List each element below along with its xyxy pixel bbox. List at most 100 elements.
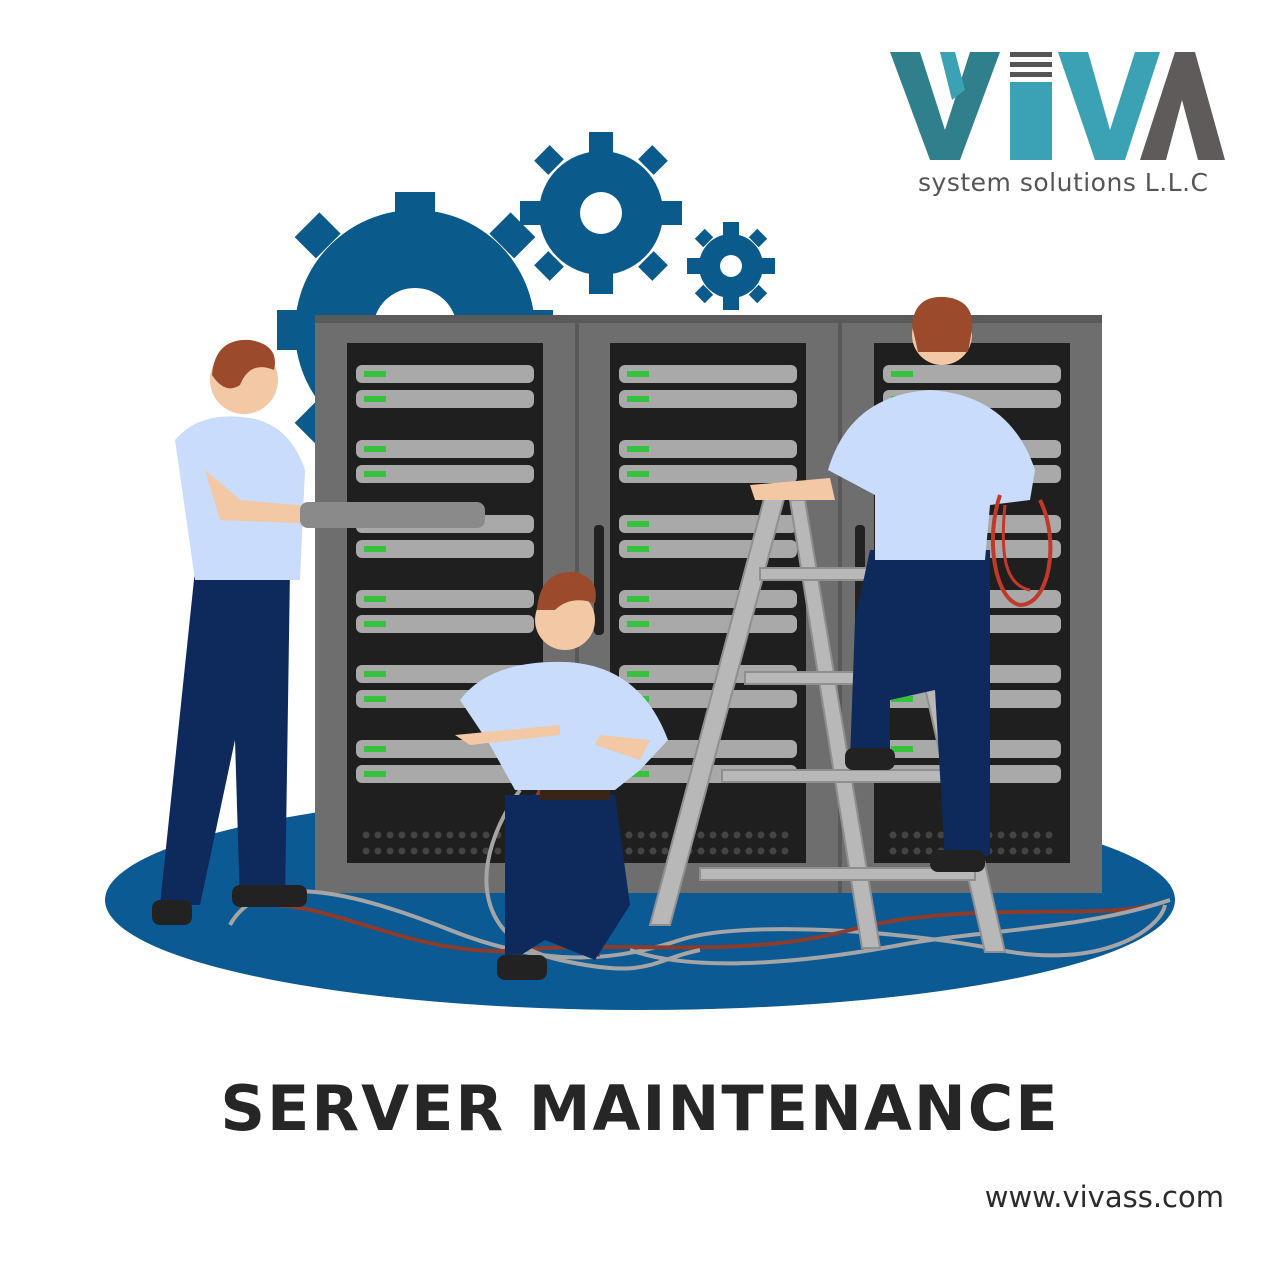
page-title: SERVER MAINTENANCE: [220, 1072, 1060, 1145]
server-unit: [883, 365, 1061, 383]
status-led: [627, 471, 649, 477]
technician-kneeling: [455, 571, 668, 980]
vent-hole: [925, 847, 933, 855]
vent-hole: [661, 831, 669, 839]
status-led: [627, 671, 649, 677]
vent-hole: [1045, 831, 1053, 839]
vent-hole: [398, 831, 406, 839]
vent-hole: [913, 831, 921, 839]
status-led: [364, 621, 386, 627]
vent-hole: [1021, 847, 1029, 855]
vent-hole: [769, 847, 777, 855]
status-led: [891, 371, 913, 377]
status-led: [364, 546, 386, 552]
server-unit: [356, 390, 534, 408]
vent-hole: [458, 847, 466, 855]
vent-hole: [1009, 831, 1017, 839]
vent-hole: [937, 831, 945, 839]
server-unit: [356, 540, 534, 558]
status-led: [627, 621, 649, 627]
vent-hole: [410, 847, 418, 855]
vent-hole: [398, 847, 406, 855]
vent-hole: [709, 847, 717, 855]
vent-hole: [434, 831, 442, 839]
status-led: [364, 746, 386, 752]
vent-hole: [470, 847, 478, 855]
status-led: [627, 521, 649, 527]
status-led: [364, 446, 386, 452]
vent-hole: [889, 847, 897, 855]
status-led: [364, 371, 386, 377]
vent-hole: [781, 847, 789, 855]
vent-hole: [422, 847, 430, 855]
status-led: [891, 696, 913, 702]
server-unit: [619, 440, 797, 458]
status-led: [364, 671, 386, 677]
vent-hole: [374, 847, 382, 855]
server-unit: [356, 440, 534, 458]
vent-hole: [901, 831, 909, 839]
vent-hole: [458, 831, 466, 839]
status-led: [364, 396, 386, 402]
vent-hole: [757, 847, 765, 855]
vent-hole: [1009, 847, 1017, 855]
vent-hole: [362, 831, 370, 839]
vent-hole: [494, 847, 502, 855]
vent-hole: [745, 831, 753, 839]
server-unit: [619, 365, 797, 383]
vent-hole: [374, 831, 382, 839]
server-unit: [619, 515, 797, 533]
status-led: [364, 771, 386, 777]
server-unit: [619, 465, 797, 483]
brand-tagline: system solutions L.L.C: [918, 168, 1209, 197]
server-unit: [356, 465, 534, 483]
vent-hole: [745, 847, 753, 855]
server-unit: [356, 590, 534, 608]
vent-hole: [925, 831, 933, 839]
vent-hole: [625, 847, 633, 855]
vent-hole: [386, 847, 394, 855]
vent-hole: [781, 831, 789, 839]
vent-hole: [386, 831, 394, 839]
status-led: [891, 746, 913, 752]
vent-hole: [709, 831, 717, 839]
status-led: [627, 546, 649, 552]
vent-hole: [697, 831, 705, 839]
vent-hole: [649, 847, 657, 855]
status-led: [627, 596, 649, 602]
vent-hole: [997, 847, 1005, 855]
server-unit: [619, 390, 797, 408]
website-link[interactable]: www.vivass.com: [984, 1180, 1224, 1214]
vent-hole: [470, 831, 478, 839]
server-unit: [356, 615, 534, 633]
vent-hole: [733, 847, 741, 855]
vent-hole: [1033, 847, 1041, 855]
viva-logo: [890, 52, 1225, 160]
status-led: [364, 696, 386, 702]
vent-hole: [733, 831, 741, 839]
medium-gear-icon: [520, 132, 682, 294]
status-led: [627, 771, 649, 777]
vent-hole: [625, 831, 633, 839]
server-unit: [619, 690, 797, 708]
vent-hole: [446, 831, 454, 839]
vent-hole: [637, 847, 645, 855]
vent-hole: [362, 847, 370, 855]
vent-hole: [697, 847, 705, 855]
status-led: [364, 596, 386, 602]
vent-hole: [410, 831, 418, 839]
vent-hole: [757, 831, 765, 839]
vent-hole: [997, 831, 1005, 839]
vent-hole: [1021, 831, 1029, 839]
vent-hole: [721, 831, 729, 839]
vent-hole: [913, 847, 921, 855]
vent-hole: [637, 831, 645, 839]
vent-hole: [901, 847, 909, 855]
vent-hole: [446, 847, 454, 855]
technician-left: [152, 339, 485, 925]
server-unit: [356, 365, 534, 383]
technician-ladder: [750, 296, 1053, 872]
vent-hole: [769, 831, 777, 839]
vent-hole: [649, 831, 657, 839]
